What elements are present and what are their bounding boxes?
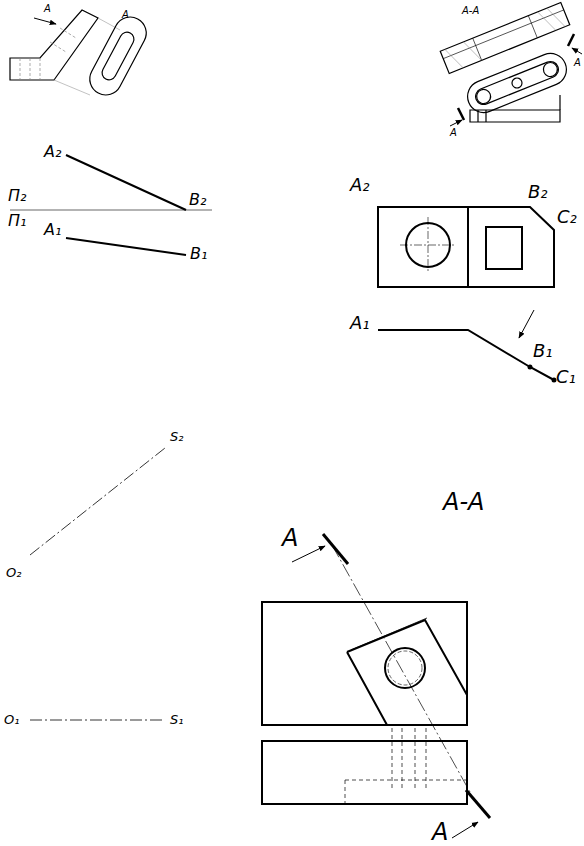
section-sketch: [440, 3, 582, 126]
point-label: S₁: [170, 713, 183, 726]
block-projections: [262, 534, 490, 838]
section-label: A-A: [462, 6, 479, 16]
point-label: П₂: [8, 188, 26, 204]
point-label: C₁: [556, 368, 576, 386]
point-label: A: [450, 128, 457, 138]
bracket-sketch: [10, 10, 152, 101]
point-label: B₁: [190, 246, 207, 262]
point-label: O₁: [4, 713, 19, 726]
point-label: П₁: [8, 213, 26, 229]
point-label: B₂: [189, 192, 206, 208]
point-label: A₁: [44, 222, 61, 238]
point-label: A₂: [44, 144, 61, 160]
part-projections: [378, 207, 556, 382]
section-label: A-A: [443, 490, 485, 514]
point-label: A: [432, 820, 448, 844]
point-label: C₂: [557, 208, 577, 226]
point-label: S₂: [170, 430, 183, 443]
point-label: A: [282, 526, 298, 550]
point-label: A₂: [350, 176, 370, 194]
point-label: A: [44, 4, 51, 14]
point-label: A₁: [350, 314, 370, 332]
point-label: B₁: [533, 342, 553, 360]
segment-projections: [10, 155, 212, 255]
point-label: A: [574, 58, 581, 68]
point-label: A: [122, 10, 129, 20]
axis-projections: [30, 448, 165, 720]
point-label: O₂: [6, 566, 21, 579]
point-label: B₂: [528, 183, 548, 201]
